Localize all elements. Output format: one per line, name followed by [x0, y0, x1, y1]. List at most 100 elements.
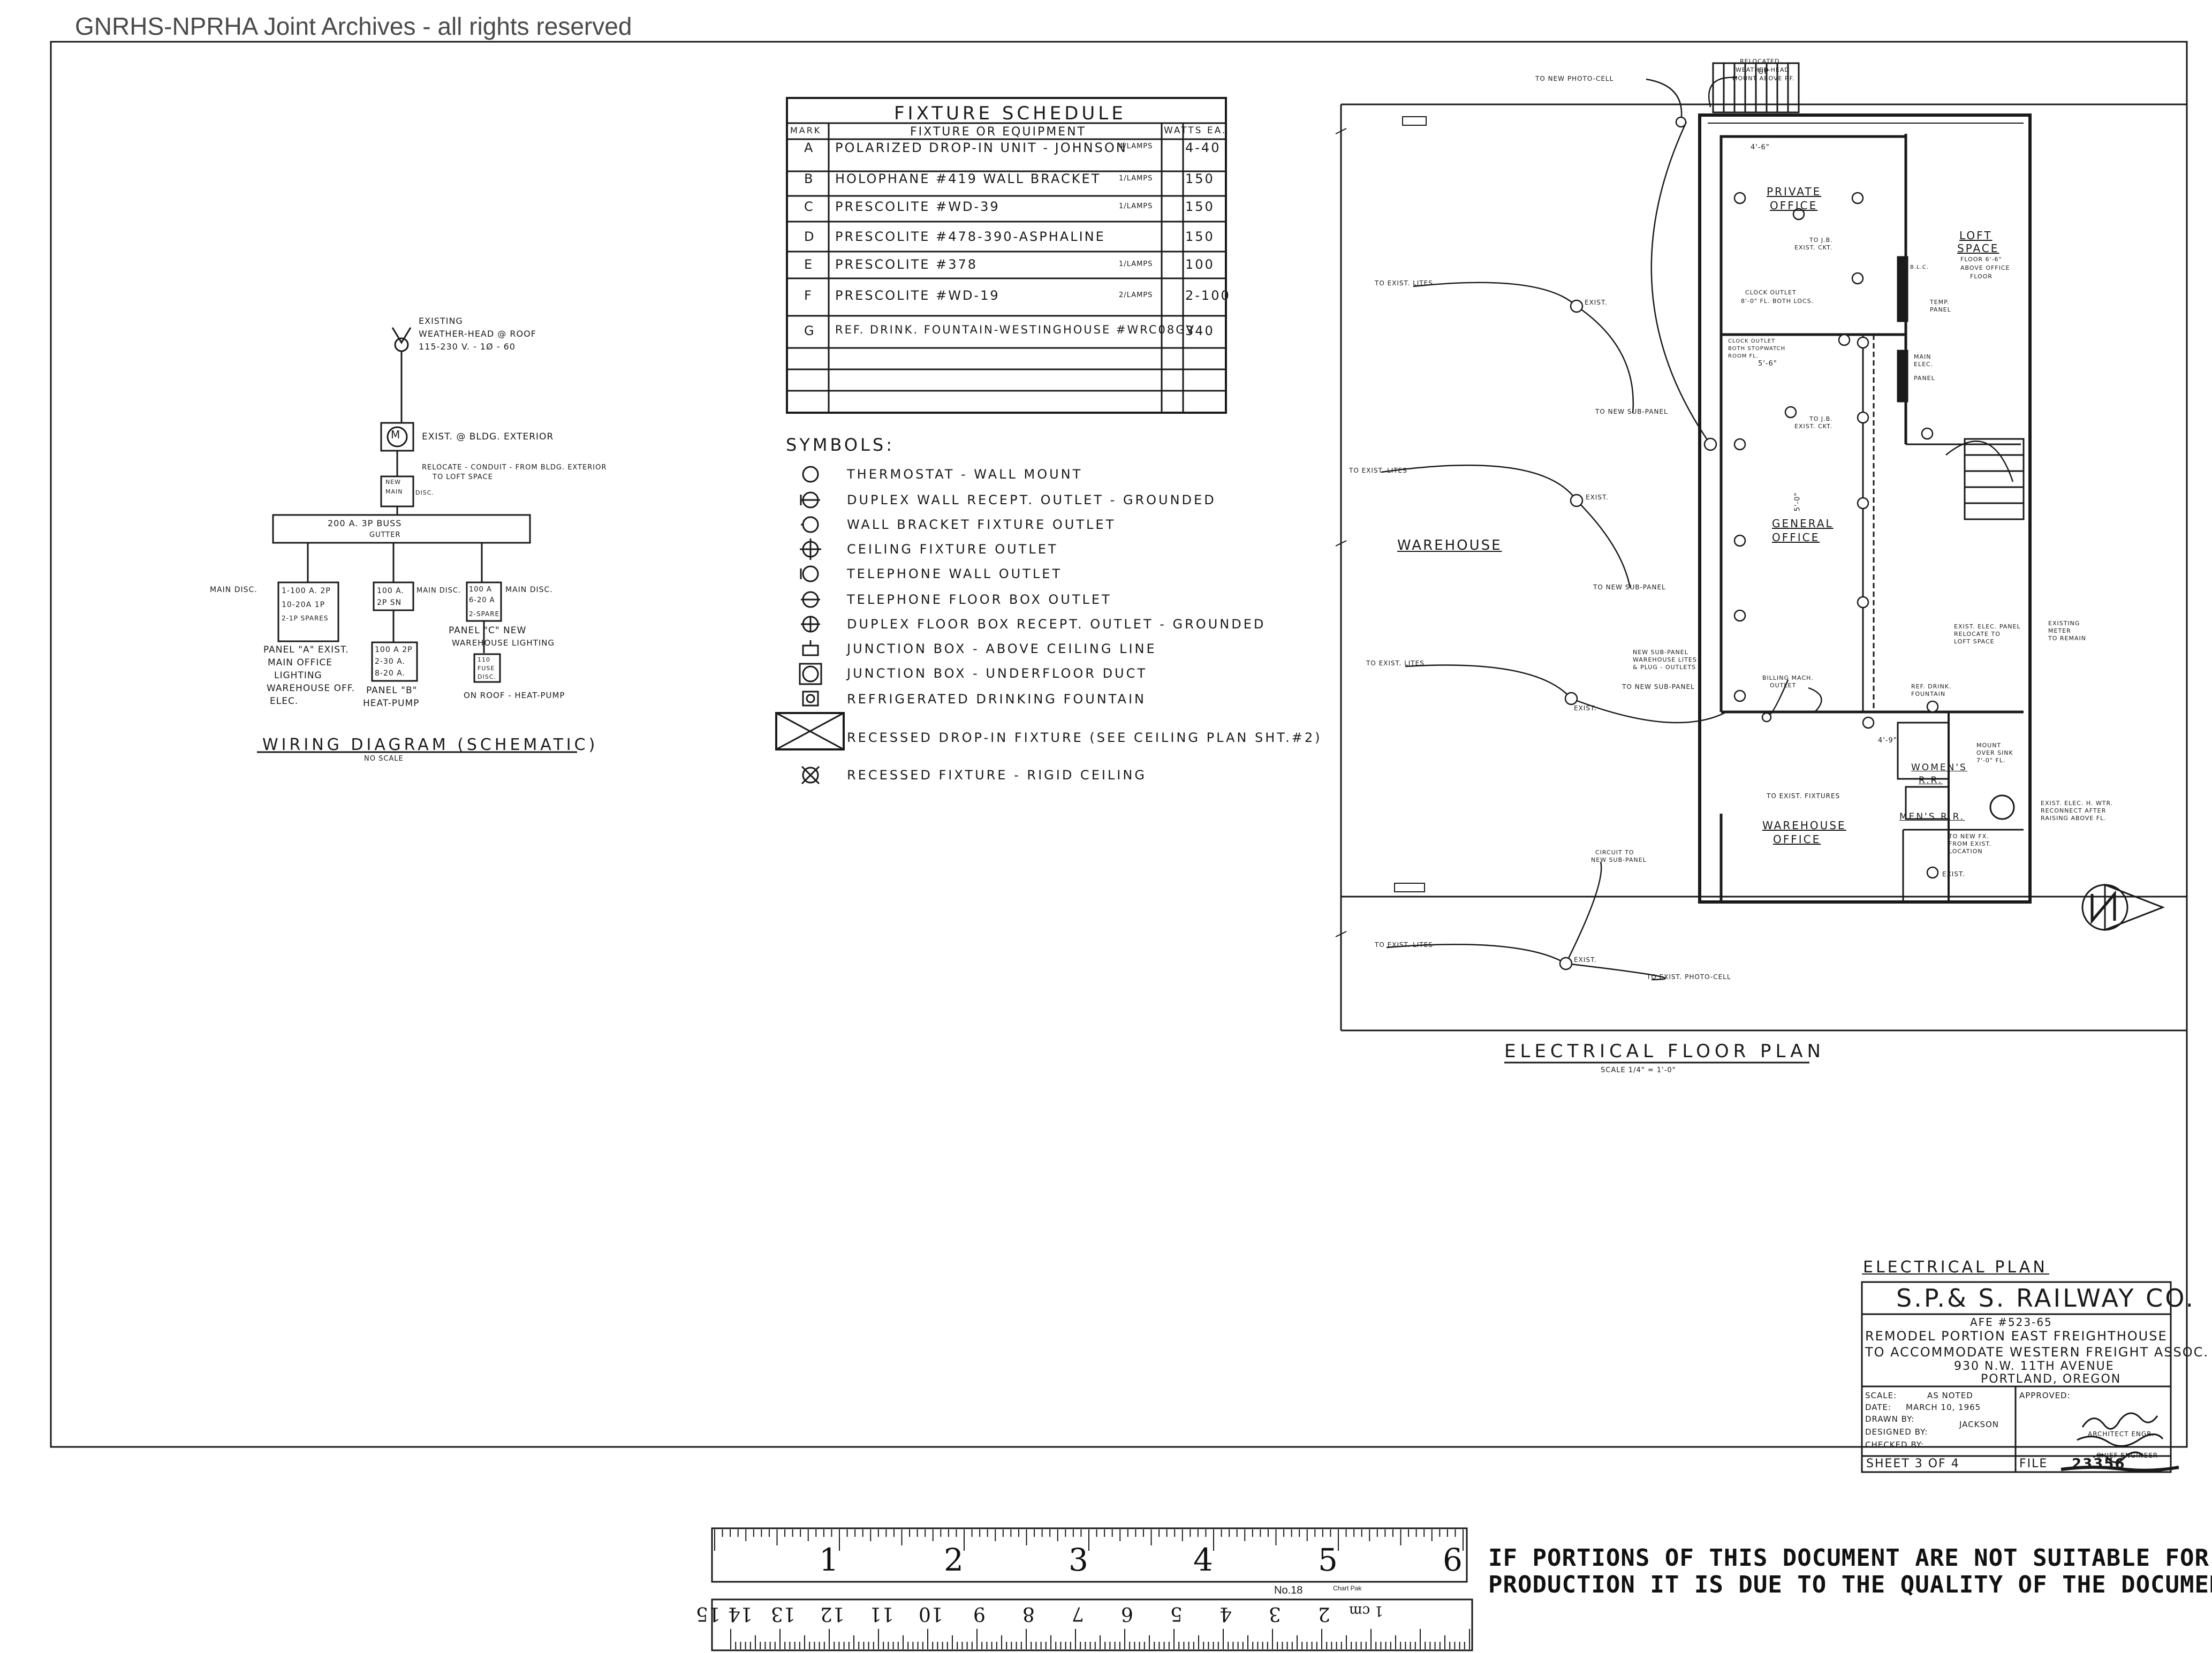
schedule-mark: A — [804, 140, 815, 155]
schedule-header-fixture: Fixture or Equipment — [910, 125, 1086, 139]
exist-note-3: Exist. — [1574, 704, 1597, 712]
clock-outlet-b-3: Room FL. — [1728, 353, 1759, 359]
ruler-cm-ticks — [730, 1629, 1470, 1649]
to-jb-2a: To J.B. — [1809, 415, 1833, 422]
signature-line-1: Architect Engr. — [2088, 1430, 2154, 1438]
ruler-inch-2: 2 — [944, 1542, 964, 1578]
meter-glyph: M — [391, 428, 402, 441]
existing-meter-3: to Remain — [2048, 635, 2086, 642]
archive-watermark: GNRHS-NPRHA Joint Archives - all rights … — [75, 12, 632, 40]
loft-note-2: Above Office — [1960, 264, 2010, 271]
symbol-junction-underfloor: Junction Box - Underfloor Duct — [847, 666, 1148, 681]
main-disc-mid: Main Disc. — [416, 587, 461, 595]
ruler-inch-3: 3 — [1069, 1542, 1088, 1578]
schedule-header-mark: Mark — [790, 125, 822, 135]
panel-b-breaker-1: 100 A. — [377, 587, 404, 595]
schedule-desc: Polarized Drop-in Unit - Johnson — [835, 140, 1127, 155]
to-exist-lites-3: To Exist. Lites — [1366, 659, 1425, 667]
to-jb-2b: Exist. Ckt. — [1794, 423, 1833, 430]
schedule-mark: B — [804, 171, 815, 186]
schedule-mark: E — [804, 257, 814, 272]
scale-value: As Noted — [1927, 1391, 1973, 1400]
schedule-desc: Prescolite #WD-39 — [835, 199, 1000, 214]
sheet-border — [50, 41, 2188, 1448]
exist-note-1: Exist. — [1585, 299, 1608, 306]
checked-label: Checked by: — [1865, 1440, 1925, 1450]
exist-note-4: Exist. — [1574, 956, 1597, 964]
gutter-label-2: Gutter — [369, 531, 401, 539]
loft-space-label-2: Space — [1957, 242, 1999, 255]
general-office-label-2: Office — [1772, 531, 1820, 544]
schedule-mark: F — [804, 288, 813, 303]
ruler-cm-11: 11 — [869, 1603, 894, 1625]
dim-5-0: 5'-0" — [1793, 492, 1802, 512]
billing-mach-1: Billing Mach. — [1762, 674, 1814, 681]
symbol-drinking-fountain: Refrigerated Drinking Fountain — [847, 692, 1146, 707]
clock-outlet-b-1: Clock Outlet — [1728, 338, 1776, 344]
file-number: 23356 — [2072, 1456, 2126, 1472]
schedule-watts: 150 — [1185, 199, 1215, 214]
schedule-desc: Prescolite #WD-19 — [835, 288, 1000, 303]
fixture-exist-2: From Exist. — [1949, 840, 1992, 847]
ruler-cm-15: 15 — [696, 1603, 721, 1625]
fixture-schedule-table — [786, 97, 1227, 414]
panel-b-sub-3: 8-20 A. — [375, 669, 406, 678]
symbol-thermostat: Thermostat - Wall Mount — [847, 467, 1083, 482]
schedule-lamps: 4/Lamps — [1119, 142, 1153, 150]
symbol-recessed-drop-in: Recessed Drop-In Fixture (See Ceiling Pl… — [847, 730, 1322, 745]
panel-a-label-2: Main Office — [268, 657, 332, 668]
ruler-inch-4: 4 — [1193, 1542, 1213, 1578]
warehouse-office-label-2: Office — [1773, 833, 1821, 846]
to-new-sub-panel-1: To New Sub-Panel — [1595, 408, 1668, 415]
ruler-cm-14: 14 — [728, 1603, 753, 1625]
reproduction-notice: IF PORTIONS OF THIS DOCUMENT ARE NOT SUI… — [1488, 1545, 2212, 1598]
relocate-note-1: Relocate - Conduit - From Bldg. Exterior — [422, 464, 607, 472]
new-main-disc-3: Disc. — [415, 489, 434, 496]
symbol-glyphs — [775, 466, 845, 785]
ruler-inch-6: 6 — [1443, 1542, 1463, 1578]
symbol-telephone-wall: Telephone Wall Outlet — [847, 566, 1063, 581]
to-jb-1b: Exist. Ckt. — [1794, 244, 1833, 251]
fixture-exist-1: To New Fx. — [1949, 833, 1989, 840]
weatherhead-label-3: 115-230 V. - 1Ø - 60 — [419, 342, 516, 352]
panel-b-sub-1: 100 A 2P — [375, 646, 413, 654]
panel-a-breaker-1: 1-100 A. 2P — [282, 587, 331, 595]
gutter-label-1: 200 A. 3P Buss — [328, 518, 402, 528]
stair-up-label: Up — [1758, 67, 1769, 76]
ref-drink-1: Ref. Drink. — [1911, 683, 1952, 690]
new-main-disc-1: New — [385, 479, 402, 486]
schedule-watts: 2-100 — [1185, 288, 1231, 303]
relocate-note-2: To Loft Space — [433, 473, 493, 481]
to-jb-1a: To J.B. — [1809, 237, 1833, 244]
ruler-cm-3: 3 — [1269, 1603, 1281, 1625]
temp-panel-2: Panel — [1930, 306, 1951, 313]
circuit-lines — [1381, 77, 2014, 981]
schedule-watts: 4-40 — [1185, 140, 1221, 155]
mount-over-2: Over Sink — [1976, 749, 2013, 756]
ruler-cm-2: 2 — [1318, 1603, 1330, 1625]
dim-5-6: 5'-6" — [1758, 360, 1777, 368]
electrical-floor-plan — [1335, 62, 2187, 1032]
schedule-mark: D — [804, 229, 816, 244]
circuit-note-1: Circuit To — [1595, 849, 1634, 856]
symbol-recessed-rigid: Recessed Fixture - Rigid Ceiling — [847, 768, 1147, 783]
floor-plan-scale: Scale 1/4" = 1'-0" — [1601, 1066, 1676, 1074]
signature-line-2: Chief Engineer — [2096, 1452, 2158, 1459]
panel-a-label-1: Panel "A" Exist. — [263, 644, 349, 655]
billing-mach-2: Outlet — [1770, 682, 1797, 689]
to-exist-lites-1: To Exist. Lites — [1375, 279, 1433, 287]
relocated-weatherhead-1: Relocated — [1740, 58, 1780, 65]
new-sub-panel-2: Warehouse Lites — [1633, 656, 1697, 663]
panel-b-breaker-2: 2P SN — [377, 598, 402, 607]
ruler-inch-ticks — [714, 1529, 1464, 1551]
sheet-title: Electrical Plan — [1863, 1258, 2048, 1277]
ruler-brand: Chart Pak — [1333, 1584, 1362, 1592]
symbol-junction-ceiling: Junction Box - Above Ceiling Line — [847, 641, 1157, 656]
schedule-lamps: 1/Lamps — [1119, 202, 1153, 210]
private-office-label-2: Office — [1770, 199, 1818, 212]
schedule-mark: C — [804, 199, 815, 214]
water-heater-note-1: Exist. Elec. H. Wtr. — [2041, 800, 2113, 807]
title-block-frame — [1861, 1273, 2172, 1473]
schedule-watts: 150 — [1185, 229, 1215, 244]
